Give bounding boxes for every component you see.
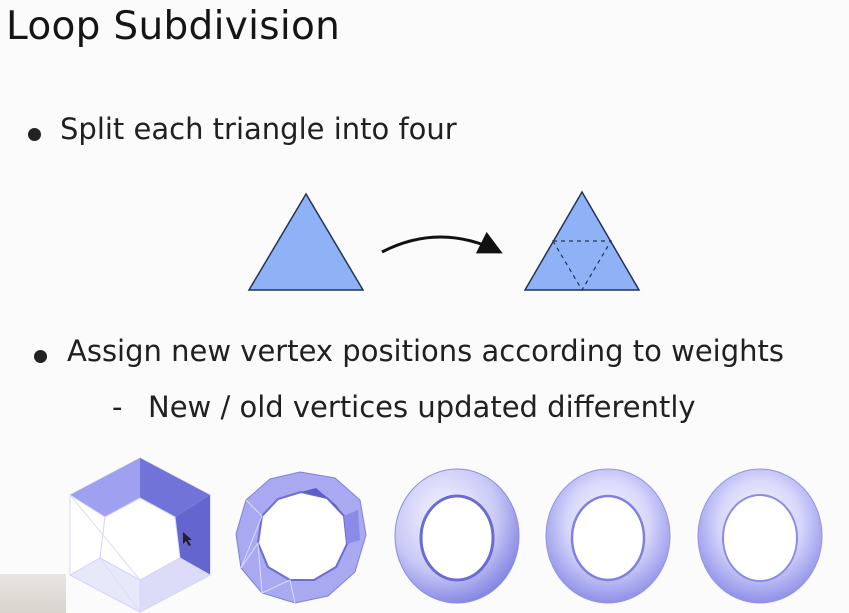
mouse-cursor-icon [183, 532, 192, 546]
slide-title: Loop Subdivision [6, 4, 341, 49]
mesh-torus-1 [235, 471, 367, 604]
sub-bullet-text: New / old vertices updated differently [148, 390, 696, 424]
bullet-dot-icon [28, 128, 41, 141]
subdivided-triangle [523, 190, 641, 291]
mesh-torus-3 [545, 468, 671, 604]
bullet-split: Split each triangle into four [28, 112, 457, 146]
sub-bullet: -New / old vertices updated differently [112, 390, 696, 424]
bullet-text: Split each triangle into four [60, 112, 457, 146]
mesh-hexagon [68, 457, 212, 613]
video-overlay [0, 574, 66, 613]
bullet-text: Assign new vertex positions according to… [67, 334, 784, 368]
mesh-torus-4 [697, 468, 823, 604]
bullet-dot-icon [34, 350, 47, 363]
curved-arrow-icon [381, 231, 503, 254]
bullet-assign: Assign new vertex positions according to… [34, 334, 784, 368]
mesh-torus-2 [394, 468, 520, 604]
sub-bullet-marker: - [112, 390, 123, 424]
original-triangle [247, 192, 365, 291]
